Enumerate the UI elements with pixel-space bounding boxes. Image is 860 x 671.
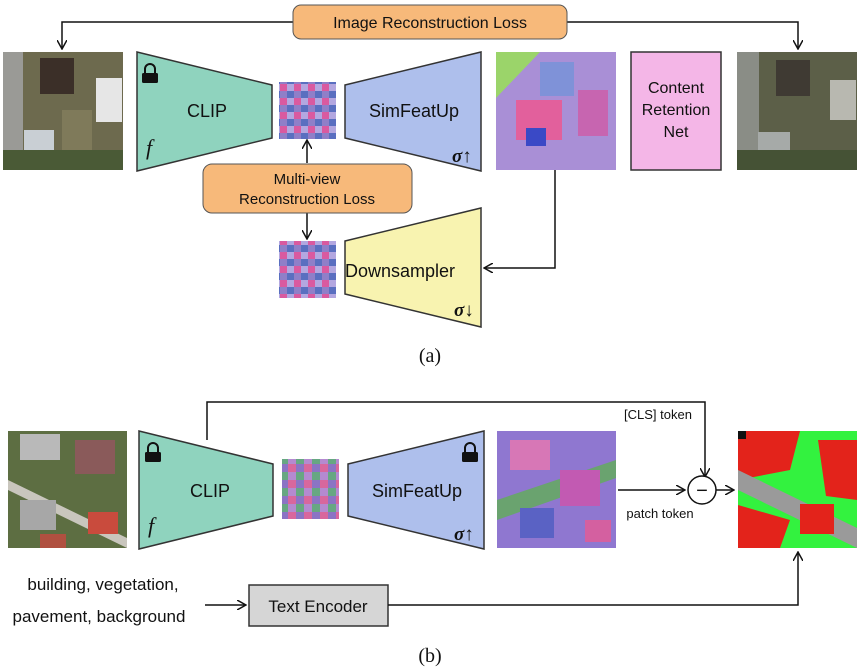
multiview-loss-line-1: Multi-view: [274, 171, 341, 188]
upsampled-feature-map-b: [497, 431, 616, 548]
content-net-line-1: Content: [648, 80, 705, 97]
class-text-line-2: pavement, background: [13, 607, 186, 626]
clip-label-a: CLIP: [187, 101, 227, 121]
text-embedding-arrow: [388, 553, 798, 606]
simfeatup-label-b: SimFeatUp: [372, 481, 462, 501]
lowres-feature-map-a: [279, 82, 336, 139]
downsampler: [344, 207, 482, 328]
sigma-down: σ↓: [454, 300, 474, 321]
sigma-up-b: σ↑: [454, 524, 474, 545]
simfeatup-upsampler-b: [347, 430, 485, 550]
input-aerial-image-a: [3, 52, 123, 170]
multiview-loss-line-2: Reconstruction Loss: [239, 191, 375, 208]
text-encoder-label: Text Encoder: [268, 597, 368, 616]
class-text-line-1: building, vegetation,: [27, 575, 178, 594]
patch-token-label: patch token: [626, 506, 693, 521]
segmentation-map: [738, 431, 857, 548]
clip-label-b: CLIP: [190, 481, 230, 501]
lock-icon: [462, 442, 478, 462]
cls-token-arrow: [206, 401, 705, 476]
loss-to-input-arrow: [62, 21, 293, 48]
multiview-loss-box: [202, 163, 413, 214]
lock-icon: [145, 442, 161, 462]
content-net-line-3: Net: [664, 124, 689, 141]
clip-encoder-b: [138, 430, 274, 550]
caption-b: (b): [418, 645, 441, 667]
content-net-line-2: Retention: [642, 102, 711, 119]
sigma-up-a: σ↑: [452, 146, 472, 167]
text-encoder: [248, 584, 389, 627]
input-aerial-image-b: [8, 431, 127, 548]
upsampled-feature-map-a: [496, 52, 616, 170]
f-symbol-b: f: [148, 513, 157, 538]
lock-icon: [142, 63, 158, 83]
simfeatup-label-a: SimFeatUp: [369, 101, 459, 121]
minus-symbol: −: [696, 480, 708, 502]
content-retention-net: [630, 51, 722, 171]
downsampler-label: Downsampler: [345, 261, 455, 281]
lowres-feature-map-b: [282, 459, 339, 519]
simfeatup-upsampler-a: [344, 51, 482, 172]
image-reconstruction-loss-label: Image Reconstruction Loss: [333, 15, 527, 32]
downsampled-feature-map: [279, 241, 336, 298]
image-reconstruction-loss-box: [292, 4, 568, 40]
cls-token-label: [CLS] token: [624, 407, 692, 422]
clip-encoder-a: [136, 51, 273, 172]
f-symbol-a: f: [146, 135, 155, 160]
feature-to-downsampler-arrow: [485, 170, 556, 268]
loss-to-output-arrow: [567, 21, 798, 48]
reconstructed-image: [737, 52, 857, 170]
caption-a: (a): [419, 345, 441, 367]
